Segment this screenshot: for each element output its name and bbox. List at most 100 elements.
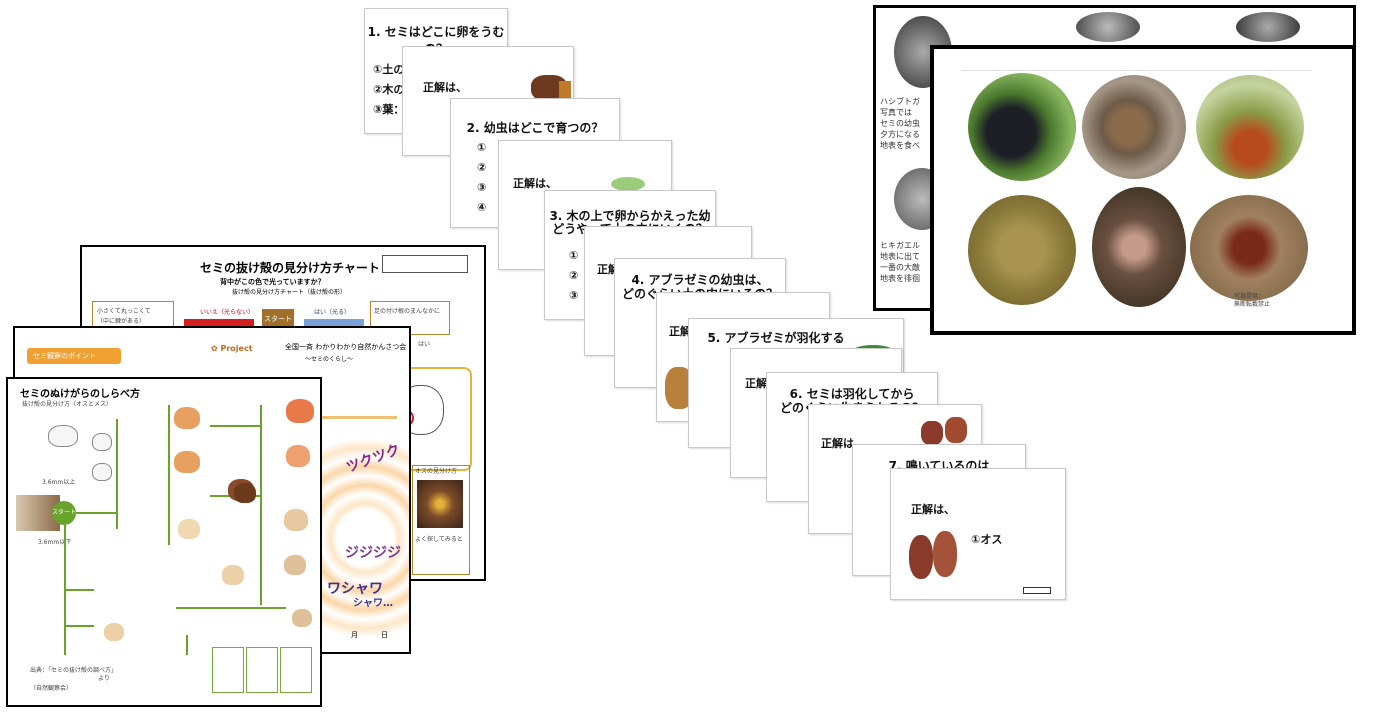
box-label: （中に棘がある）: [97, 318, 146, 325]
no-arrow: [184, 319, 254, 329]
quiz-question-5: 5. アブラゼミが羽化する: [707, 331, 845, 345]
toad-photo: [968, 195, 1076, 305]
chart-title: セミの抜け殻の見分け方チャート: [200, 261, 380, 275]
tree-trunk-illustration: [559, 81, 571, 101]
shell-survey-flow-sheet[interactable]: セミのぬけがらのしらべ方 抜け殻の見分け方（オスとメス） 3.6mm以上 スター…: [6, 377, 322, 707]
quiz-option: ①土の: [373, 63, 405, 76]
cicada-pair-illustration: [921, 417, 971, 447]
quiz-option: ①: [477, 141, 487, 154]
caption-text: 地表を徘徊: [880, 274, 920, 283]
exuvia-beige: [292, 609, 312, 627]
flow-line: [168, 405, 170, 545]
quiz-option: ②木の: [373, 83, 405, 96]
centipede-photo: [1190, 195, 1308, 301]
start-label: スタート: [264, 315, 292, 323]
yes-arrow: [304, 319, 364, 329]
exuvia-brown: [234, 483, 256, 503]
flow-line: [64, 589, 94, 591]
question-2-box: 足の付け根のまんなかに: [370, 301, 450, 335]
bw-photo: [1076, 12, 1140, 42]
quiz-option: ③: [569, 289, 579, 302]
chart-subtitle: 抜け殻の見分け方チャート（抜け殻の形）: [232, 289, 346, 296]
divider-line: [962, 70, 1312, 71]
flow-line: [116, 419, 118, 529]
crow-photo: [968, 73, 1076, 181]
quiz-option: ②: [569, 269, 579, 282]
start-label: スタート: [52, 509, 77, 516]
flow-line: [210, 425, 260, 427]
box-label: 足の付け根のまんなかに: [374, 308, 441, 315]
shell-sketch: [92, 463, 112, 481]
quiz-question-6: 6. セミは羽化してから: [789, 387, 915, 401]
photo-caption: よく探してみると: [415, 536, 463, 543]
exuvia-beige: [104, 623, 124, 641]
yes2-label: はい: [418, 341, 431, 348]
quiz-option: ③葉：: [373, 103, 405, 116]
yes-label: はい（光る）: [314, 309, 351, 316]
exuvia-beige: [284, 509, 308, 531]
wasp-photo: [1196, 75, 1304, 179]
quiz-question-4: 4. アブラゼミの幼虫は、: [631, 273, 769, 287]
shell-sketch: [92, 433, 112, 451]
shell-sketch: [48, 425, 78, 447]
poster-header: セミ観察のポイント: [27, 348, 121, 364]
box-label: 小さくて丸っこくて: [97, 308, 151, 315]
date-label: 月: [351, 631, 358, 639]
cicada-sound-text: ワシャワ: [327, 581, 383, 597]
quiz-question-2: 2. 幼虫はどこで育つの？: [466, 121, 604, 135]
caption-text: 写真では: [880, 108, 912, 117]
exuvia-orange: [286, 445, 310, 467]
correct-answer: ①オス: [971, 533, 1003, 546]
predator-photo-slide[interactable]: 写真提供： 無断転載禁止: [930, 45, 1356, 335]
photo-credit: 写真提供：: [1234, 293, 1265, 300]
exuvia-beige: [284, 555, 306, 575]
bw-photo: [1236, 12, 1300, 42]
project-title: 全国一斉 わかりわかり自然かんさつ会: [285, 343, 407, 351]
flow-subtitle: 抜け殻の見分け方（オスとメス）: [22, 401, 113, 408]
caption-text: 地表を食べ: [880, 141, 920, 150]
quiz-option: ①: [569, 249, 579, 262]
exuvia-orange: [286, 399, 314, 423]
chart-question: 背中がこの色で光っていますか？: [220, 278, 325, 286]
result-box: [212, 647, 244, 693]
chart-note-box: [382, 255, 468, 273]
credit-badge: [1023, 587, 1051, 594]
cicada-sound-text: ジジジジ: [345, 545, 401, 561]
flow-start-node[interactable]: スタート: [52, 501, 76, 525]
no-label: いいえ（光らない）: [200, 309, 255, 316]
flow-title: セミのぬけがらのしらべ方: [20, 389, 140, 400]
date-label: 日: [381, 631, 388, 639]
male-cicada-illustration: [905, 527, 961, 583]
photo-panel: オスの見分け方 よく探してみると: [412, 465, 470, 575]
poster-header-label: セミ観察のポイント: [33, 352, 96, 360]
answer-prefix: 正解は、: [423, 81, 467, 94]
flow-line: [186, 635, 188, 655]
quiz-option: ③: [477, 181, 487, 194]
flow-line: [176, 607, 286, 609]
quiz-answer-slide-7[interactable]: 正解は、 ①オス: [890, 468, 1066, 600]
sparrow-photo: [1082, 75, 1186, 179]
quiz-option: ④: [477, 201, 487, 214]
exuvia-orange: [174, 407, 200, 429]
flow-footer: （自然観察会）: [30, 685, 73, 692]
size-label: 3.6mm以上: [42, 479, 76, 486]
flow-line: [76, 512, 116, 514]
caption-text: ヒキガエル: [880, 241, 920, 250]
caption-text: セミの幼虫: [880, 119, 920, 128]
caption-text: ハシブトガ: [880, 97, 920, 106]
exuvia-beige: [222, 565, 244, 585]
close-up-photo: [417, 480, 463, 528]
answer-prefix: 正解は、: [513, 177, 557, 190]
caption-text: 地表に出て: [880, 252, 920, 261]
start-badge[interactable]: スタート: [262, 309, 294, 329]
flow-line: [260, 405, 262, 605]
caption-text: 夕方になる: [880, 130, 920, 139]
tree-illustration: [611, 177, 645, 191]
cicada-sound-text: シャワ…: [353, 598, 393, 609]
flow-footer: 出典：「セミの抜け殻の調べ方」: [30, 667, 118, 674]
flow-footer: より: [98, 675, 110, 682]
photo-credit: 無断転載禁止: [1234, 301, 1271, 308]
quiz-option: ②: [477, 161, 487, 174]
result-box: [280, 647, 312, 693]
caption-text: 一番の大敵: [880, 263, 920, 272]
